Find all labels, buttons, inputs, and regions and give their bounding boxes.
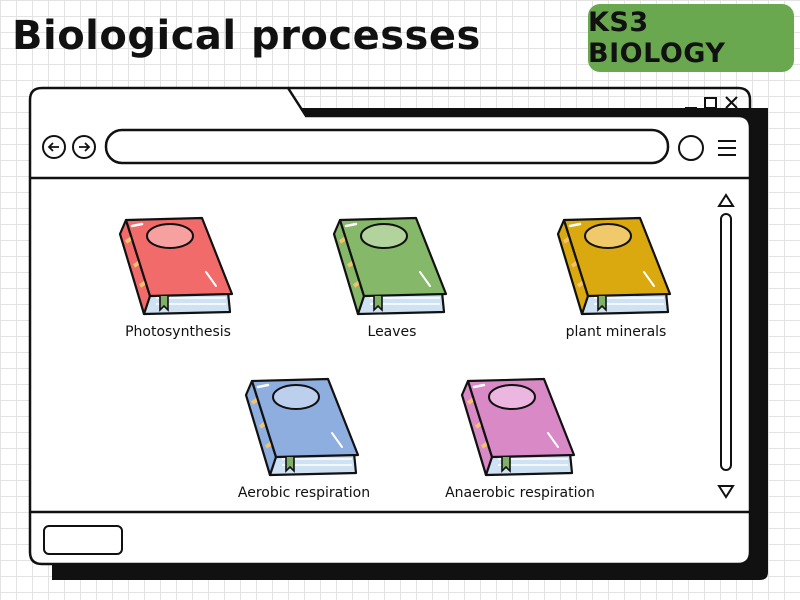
status-box[interactable] [43,525,123,555]
book-leaves[interactable]: Leaves [282,212,502,352]
book-label: Aerobic respiration [237,485,371,501]
subject-badge: KS3 BIOLOGY [588,4,794,72]
circle-icon[interactable] [677,134,705,162]
book-icon [556,216,672,316]
scrollbar[interactable] [714,190,738,502]
book-anaerobic-respiration[interactable]: Anaerobic respiration [410,373,630,513]
maximize-icon [704,97,717,109]
book-icon [332,216,448,316]
book-icon [244,377,360,477]
arrow-right-icon[interactable] [71,134,97,160]
scrollbar-thumb [723,216,729,286]
book-label: Photosynthesis [125,324,231,340]
arrow-left-icon[interactable] [41,134,67,160]
book-icon [460,377,576,477]
hamburger-menu-icon[interactable] [716,137,738,159]
book-label: plant minerals [565,324,667,340]
triangle-up-icon [717,193,735,207]
address-input[interactable] [108,131,664,161]
close-icon [725,96,738,109]
book-icon [118,216,234,316]
book-label: Anaerobic respiration [445,485,595,501]
triangle-down-icon [717,485,735,499]
address-bar[interactable] [104,128,670,166]
book-plant-minerals[interactable]: plant minerals [506,212,726,352]
window-controls [685,96,738,109]
book-photosynthesis[interactable]: Photosynthesis [68,212,288,352]
book-label: Leaves [367,324,417,340]
page-title: Biological processes [12,13,481,59]
book-aerobic-respiration[interactable]: Aerobic respiration [194,373,414,513]
